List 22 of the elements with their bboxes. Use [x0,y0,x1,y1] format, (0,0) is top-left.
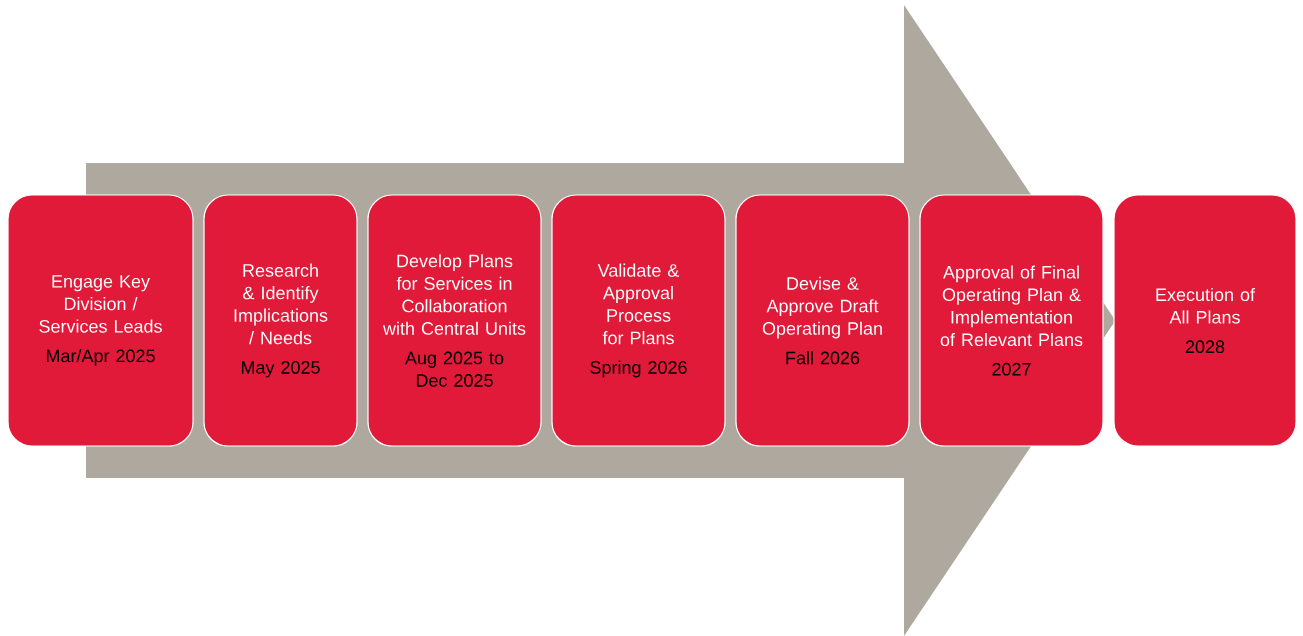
step-title: Execution of All Plans [1156,287,1256,324]
step-title: Engage Key Division / Services Leads [39,275,162,333]
step-date: Mar/Apr 2025 [46,349,155,366]
step-date: 2027 [992,362,1031,376]
step-box [203,194,358,447]
step-box [1113,194,1297,447]
step-date: Fall 2026 [786,351,860,365]
step-box [735,194,910,447]
step-title: Devise & Approve Draft Operating Plan [762,276,882,339]
block-arrow [86,5,1116,636]
step-box [367,194,542,447]
step-title: Develop Plans for Services in Collaboration with Central Units [382,254,526,335]
step-title: Approval of Final Operating Plan & Implementation of Relevant Plans [940,265,1083,347]
step-date: 2028 [1185,340,1225,354]
step-title: Validate & Approval Process for Plans [597,263,680,345]
step-date: May 2025 [241,361,320,378]
step-date: Aug 2025 to Dec 2025 [405,351,504,387]
step-title: Research & Identify Implications / Needs [234,263,328,345]
step-box [7,194,194,447]
step-box [551,194,726,447]
step-box [919,194,1104,447]
step-date: Spring 2026 [590,360,687,378]
